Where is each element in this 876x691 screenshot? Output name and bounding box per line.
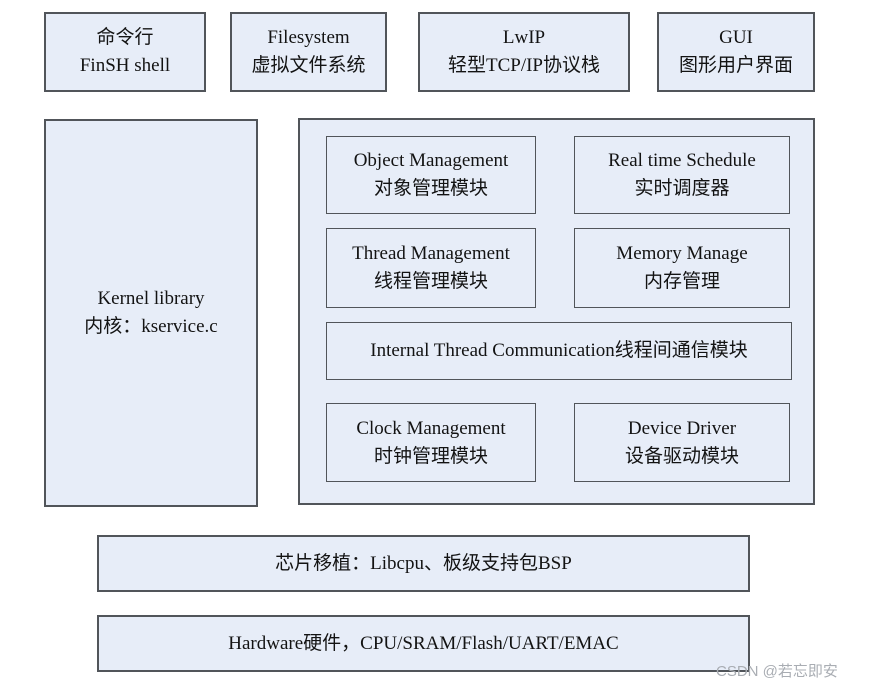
object-management-line-cn: 对象管理模块 — [373, 178, 488, 199]
box-real-time-schedule: Real time Schedule 实时调度器 — [574, 136, 790, 214]
box-finsh-shell: 命令行 FinSH shell — [44, 12, 206, 92]
gui-line-cn: 图形用户界面 — [678, 55, 793, 76]
box-internal-thread-communication: Internal Thread Communication线程间通信模块 — [326, 322, 792, 380]
box-filesystem: Filesystem 虚拟文件系统 — [230, 12, 387, 92]
box-hardware: Hardware硬件，CPU/SRAM/Flash/UART/EMAC — [97, 615, 750, 672]
filesystem-line-en: Filesystem — [267, 27, 350, 48]
finsh-shell-line-cn: 命令行 — [96, 27, 154, 48]
box-kernel-library: Kernel library 内核：kservice.c — [44, 119, 258, 507]
box-thread-management: Thread Management 线程管理模块 — [326, 228, 536, 308]
hardware-label: Hardware硬件，CPU/SRAM/Flash/UART/EMAC — [228, 632, 619, 654]
object-management-line-en: Object Management — [353, 150, 509, 171]
memory-manage-line-cn: 内存管理 — [643, 271, 720, 292]
box-clock-management: Clock Management 时钟管理模块 — [326, 403, 536, 482]
real-time-schedule-line-cn: 实时调度器 — [634, 178, 730, 199]
thread-management-line-cn: 线程管理模块 — [373, 271, 488, 292]
chip-porting-bsp-label: 芯片移植：Libcpu、板级支持包BSP — [275, 552, 572, 574]
clock-management-line-cn: 时钟管理模块 — [373, 445, 488, 467]
internal-thread-communication-line: Internal Thread Communication线程间通信模块 — [370, 340, 748, 361]
gui-line-en: GUI — [719, 27, 753, 48]
real-time-schedule-line-en: Real time Schedule — [608, 150, 756, 171]
device-driver-line-cn: 设备驱动模块 — [624, 445, 739, 467]
box-lwip: LwIP 轻型TCP/IP协议栈 — [418, 12, 630, 92]
box-memory-manage: Memory Manage 内存管理 — [574, 228, 790, 308]
kernel-library-line-en: Kernel library — [97, 288, 205, 309]
filesystem-line-cn: 虚拟文件系统 — [251, 55, 366, 76]
finsh-shell-line-en: FinSH shell — [79, 55, 171, 76]
box-device-driver: Device Driver 设备驱动模块 — [574, 403, 790, 482]
box-object-management: Object Management 对象管理模块 — [326, 136, 536, 214]
clock-management-line-en: Clock Management — [356, 417, 506, 439]
thread-management-line-en: Thread Management — [352, 243, 510, 264]
csdn-watermark: CSDN @若忘即安 — [716, 663, 838, 680]
device-driver-line-en: Device Driver — [627, 417, 737, 439]
memory-manage-line-en: Memory Manage — [616, 243, 748, 264]
kernel-modules-container: Object Management 对象管理模块 Real time Sched… — [298, 118, 815, 505]
lwip-line-en: LwIP — [502, 27, 546, 48]
box-chip-porting-bsp: 芯片移植：Libcpu、板级支持包BSP — [97, 535, 750, 592]
box-gui: GUI 图形用户界面 — [657, 12, 815, 92]
kernel-library-line-cn: 内核：kservice.c — [84, 316, 218, 337]
lwip-line-cn: 轻型TCP/IP协议栈 — [447, 55, 601, 76]
